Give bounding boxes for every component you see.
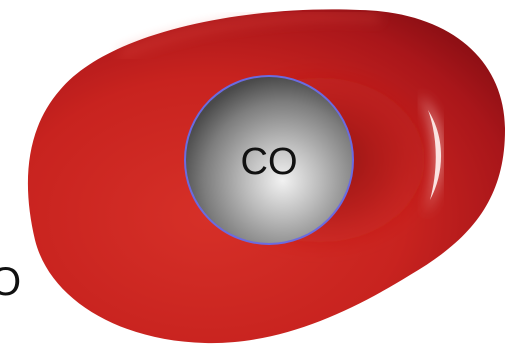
cell-edge-shine bbox=[118, 13, 381, 58]
edge-text: O bbox=[0, 260, 22, 304]
cell-highlight-core bbox=[428, 110, 442, 200]
co-label: CO bbox=[241, 141, 298, 183]
co-molecule bbox=[184, 75, 354, 245]
